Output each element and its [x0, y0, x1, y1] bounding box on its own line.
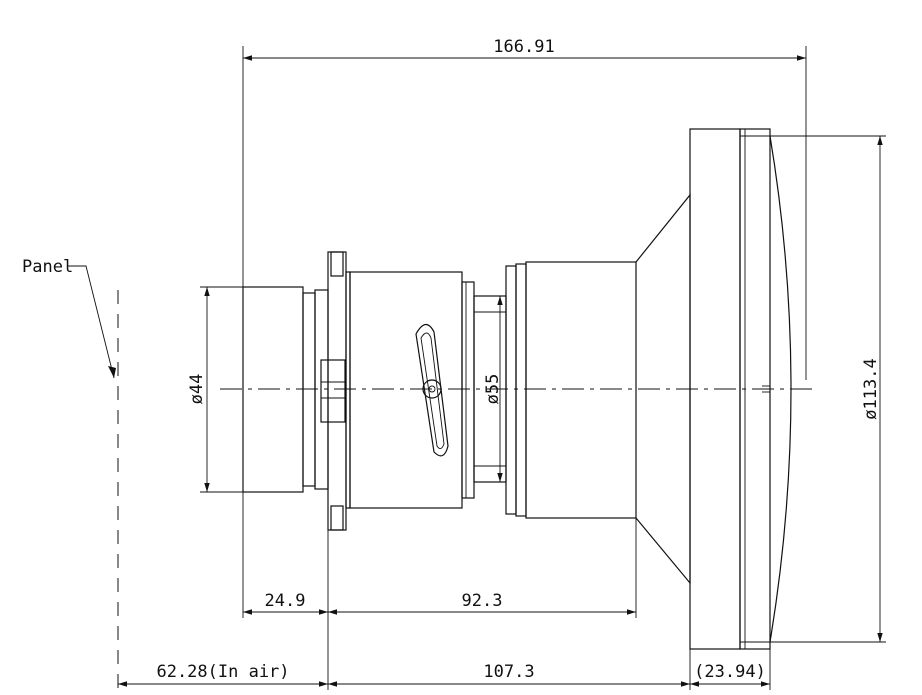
- rear-barrel: [242, 286, 329, 493]
- dim-rear-diameter: ø44: [187, 374, 207, 405]
- dim-overall-length: 166.91: [493, 37, 554, 57]
- dim-body-segment: 92.3: [462, 591, 503, 611]
- panel-leader-arrow: [108, 366, 116, 378]
- panel-callout: Panel: [22, 257, 116, 379]
- bottom-dimensions-row-1: 24.9 92.3: [242, 492, 637, 690]
- front-diameter-dimension: ø113.4: [770, 135, 886, 643]
- panel-label: Panel: [22, 257, 73, 277]
- dim-back-focus: 62.28(In air): [156, 662, 289, 682]
- front-lens-group: [689, 128, 792, 650]
- bottom-dimensions-row-2: 62.28(In air) 107.3 (23.94): [118, 649, 771, 690]
- mid-diameter-dimension: ø55: [483, 296, 503, 482]
- dim-mid-diameter: ø55: [483, 374, 503, 405]
- dim-rear-segment: 24.9: [265, 591, 306, 611]
- front-barrel: [525, 261, 637, 519]
- mounting-flange: [320, 251, 351, 531]
- focus-screw-icon: [422, 379, 442, 399]
- dim-front-group: (23.94): [694, 662, 766, 682]
- dim-flange-to-front: 107.3: [483, 662, 534, 682]
- panel-leader-line: [67, 265, 115, 379]
- front-lens-curvature: [769, 135, 792, 643]
- overall-length-dimension: 166.91: [242, 37, 807, 380]
- rear-diameter-dimension: ø44: [187, 286, 243, 493]
- main-body: [349, 271, 475, 509]
- dim-front-diameter: ø113.4: [861, 358, 881, 419]
- focus-slot: [415, 323, 449, 457]
